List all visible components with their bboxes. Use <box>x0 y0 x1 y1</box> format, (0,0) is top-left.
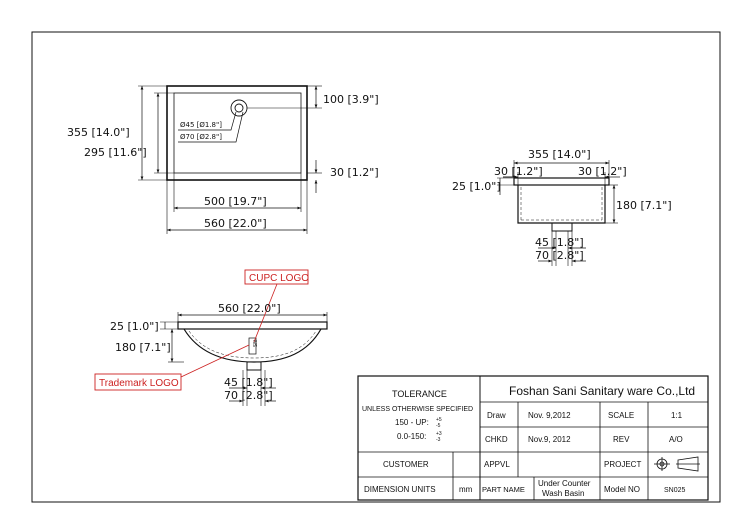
callouts <box>94 269 309 391</box>
drain-leader-large <box>178 111 244 143</box>
tol-line1-sup: +5 <box>436 417 442 423</box>
chkd-label: CHKD <box>485 435 508 444</box>
side-drain-small-label: 45 [1.8"] <box>535 236 584 249</box>
part-name-line2: Wash Basin <box>542 489 584 498</box>
chkd-date: Nov.9, 2012 <box>528 435 571 444</box>
side-rim <box>513 177 610 186</box>
project-label: PROJECT <box>604 460 641 469</box>
side-bowl <box>517 185 606 224</box>
draw-date: Nov. 9,2012 <box>528 411 571 420</box>
front-width-label: 560 [22.0"] <box>218 302 281 315</box>
side-height-label: 180 [7.1"] <box>616 199 672 212</box>
front-drain-large-label: 70 [2.8"] <box>224 389 273 402</box>
dim-units-label: DIMENSION UNITS <box>364 485 436 494</box>
side-drain-large-label: 70 [2.8"] <box>535 249 584 262</box>
sheet-border <box>31 31 721 503</box>
tol-line1-sub: -5 <box>436 423 441 429</box>
side-rim-left-label: 30 [1.2"] <box>494 165 543 178</box>
rev-label: REV <box>613 435 630 444</box>
front-thickness-label: 25 [1.0"] <box>110 320 159 333</box>
scale-label: SCALE <box>608 411 634 420</box>
side-view <box>497 160 620 266</box>
drain-outer-circle <box>230 99 248 117</box>
scale-value: 1:1 <box>671 411 683 420</box>
part-name-line1: Under Counter <box>538 479 591 488</box>
appvl-label: APPVL <box>484 460 510 469</box>
cupc-callout-box <box>244 269 309 285</box>
rev-value: A/O <box>669 435 683 444</box>
basin-inner-outline <box>173 92 302 174</box>
tol-line2-sup: +3 <box>436 431 442 437</box>
top-view <box>138 85 322 234</box>
trademark-callout-text: Trademark LOGO <box>99 378 179 389</box>
side-rim-right-label: 30 [1.2"] <box>578 165 627 178</box>
drain-small-label: Ø45 [Ø1.8"] <box>180 121 222 129</box>
outer-depth-label: 355 [14.0"] <box>67 126 130 139</box>
tol-line2: 0.0-150: <box>397 432 426 441</box>
tol-line1: 150 - UP: <box>395 418 429 427</box>
draw-label: Draw <box>487 411 506 420</box>
title-block <box>357 375 709 501</box>
inner-depth-label: 295 [11.6"] <box>84 146 147 159</box>
front-height-label: 180 [7.1"] <box>115 341 171 354</box>
outer-width-label: 560 [22.0"] <box>204 217 267 230</box>
basin-outer-outline <box>166 85 308 181</box>
inner-width-label: 500 [19.7"] <box>204 195 267 208</box>
company-name: Foshan Sani Sanitary ware Co.,Ltd <box>509 384 695 398</box>
cupc-callout-text: CUPC LOGO <box>249 273 309 284</box>
part-name-label: PART NAME <box>482 485 525 494</box>
title-block-frame <box>357 375 709 501</box>
front-logo-mark: SN <box>253 340 259 347</box>
tol-line2-sub: -3 <box>436 437 441 443</box>
projection-symbol-icon <box>654 456 700 472</box>
side-drain <box>551 222 573 232</box>
front-drain <box>246 361 262 371</box>
tolerance-title: TOLERANCE <box>392 389 447 399</box>
drain-inner-circle <box>234 103 244 113</box>
model-no-value: SN025 <box>664 487 686 494</box>
side-thickness-label: 25 [1.0"] <box>452 180 501 193</box>
trademark-leader <box>180 344 250 378</box>
front-drain-small-label: 45 [1.8"] <box>224 376 273 389</box>
front-view <box>160 312 328 406</box>
rim-label: 30 [1.2"] <box>330 166 379 179</box>
unless-text: UNLESS OTHERWISE SPECIFIED <box>362 406 473 413</box>
cupc-leader <box>253 283 278 343</box>
drain-offset-label: 100 [3.9"] <box>323 93 379 106</box>
side-width-label: 355 [14.0"] <box>528 148 591 161</box>
customer-label: CUSTOMER <box>383 460 429 469</box>
model-no-label: Model NO <box>604 485 640 494</box>
trademark-callout-box <box>94 373 182 391</box>
dim-units-value: mm <box>459 485 473 494</box>
drain-large-label: Ø70 [Ø2.8"] <box>180 133 222 141</box>
front-logo-box <box>248 337 257 355</box>
front-rim <box>177 321 328 330</box>
drain-leader-small <box>178 111 237 131</box>
